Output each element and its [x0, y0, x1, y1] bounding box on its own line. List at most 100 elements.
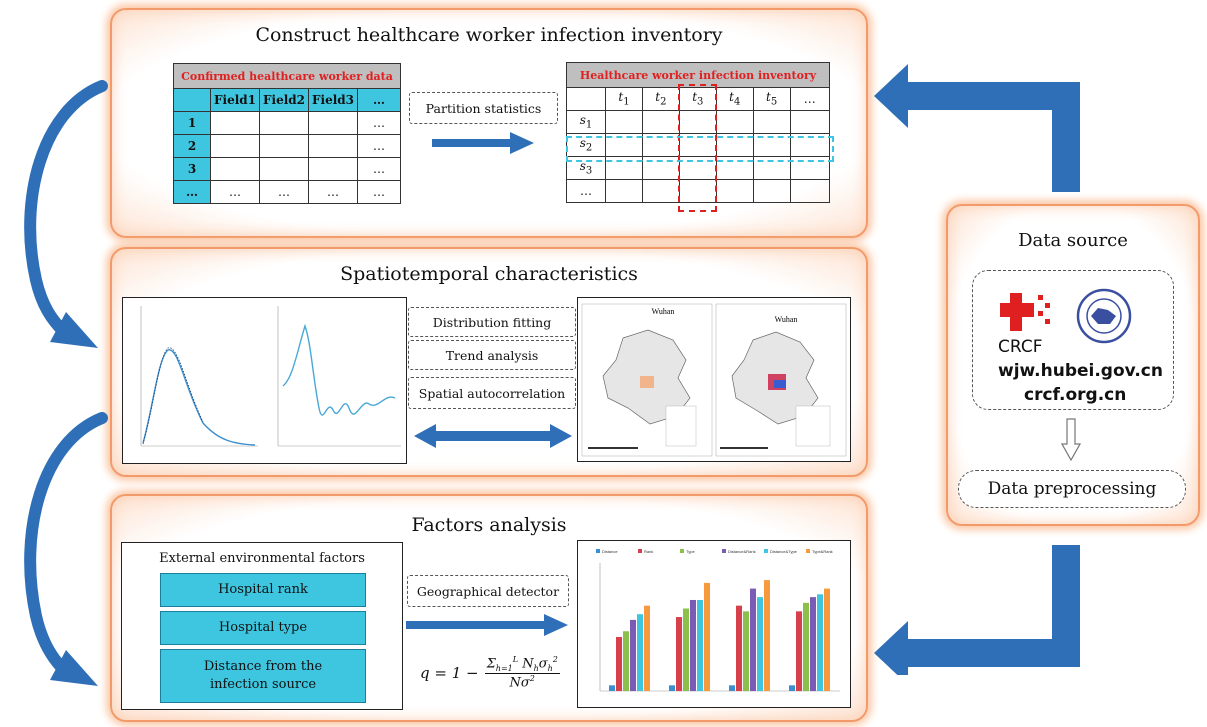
cell: … — [357, 134, 401, 158]
time-header: t1 — [605, 87, 643, 111]
legend-swatch — [638, 549, 642, 553]
time-header: t2 — [641, 87, 680, 111]
bar — [824, 588, 830, 691]
factor-hospital-rank: Hospital rank — [160, 573, 366, 607]
crcf-site-link[interactable]: crcf.org.cn — [1024, 385, 1127, 405]
spatiotemporal-to-factors-arrow-icon — [24, 412, 108, 686]
partition-statistics-box: Partition statistics — [409, 92, 558, 124]
cell: … — [357, 111, 401, 135]
legend-label: Distance — [602, 549, 618, 554]
distribution-fitting-box: Distribution fitting — [408, 307, 576, 337]
time-slice-highlight — [678, 84, 717, 212]
time-header: t5 — [752, 87, 791, 111]
row-label: 1 — [173, 111, 211, 135]
bar — [764, 580, 770, 691]
bar — [796, 611, 802, 691]
header-cell: Field3 — [308, 88, 358, 112]
legend-label: Rank — [644, 549, 653, 554]
legend-swatch — [596, 549, 600, 553]
factor-distance: Distance from the infection source — [160, 649, 366, 703]
legend-swatch — [764, 549, 768, 553]
bar — [810, 597, 816, 691]
down-arrow-icon — [1061, 418, 1081, 462]
space-row-label: … — [566, 179, 606, 203]
map-title: Wuhan — [652, 307, 675, 316]
bar — [757, 597, 763, 691]
table-title: Confirmed healthcare worker data — [173, 63, 401, 89]
hubei-site-link[interactable]: wjw.hubei.gov.cn — [998, 361, 1163, 381]
cell: … — [308, 180, 358, 204]
confirmed-data-table: Confirmed healthcare worker data Field1 … — [173, 63, 401, 204]
health-commission-seal-icon — [1076, 288, 1132, 344]
inventory-to-spatiotemporal-arrow-icon — [24, 80, 108, 348]
map-figure: Wuhan Wuhan — [577, 297, 851, 462]
bar — [817, 594, 823, 691]
double-arrow-icon — [414, 424, 572, 448]
red-cross-icon — [1000, 293, 1050, 331]
source-logos-box — [972, 270, 1174, 410]
table-title: Healthcare worker infection inventory — [566, 62, 830, 88]
row-label: … — [173, 180, 211, 204]
bar — [729, 685, 735, 691]
cell: … — [210, 180, 260, 204]
spatial-autocorrelation-box: Spatial autocorrelation — [408, 377, 576, 409]
factor-hospital-type: Hospital type — [160, 611, 366, 645]
bar — [616, 636, 622, 691]
panel-title: Spatiotemporal characteristics — [340, 263, 638, 285]
space-slice-highlight — [566, 136, 834, 162]
source-to-factors-arrow-icon — [874, 545, 1080, 675]
partition-arrow-icon — [432, 132, 534, 154]
bar — [789, 685, 795, 691]
distribution-figure — [122, 297, 407, 464]
bar — [697, 599, 703, 691]
bar — [623, 631, 629, 691]
legend-swatch — [680, 549, 684, 553]
bar — [743, 611, 749, 691]
bar — [630, 619, 636, 691]
source-to-inventory-arrow-icon — [874, 64, 1080, 192]
legend-label: Distance&Type — [770, 549, 798, 554]
panel-title: Factors analysis — [411, 514, 567, 536]
factors-heading: External environmental factors — [159, 551, 365, 566]
q-value-chart: Distance Rank Type Distance&Rank Distance&Ty… — [577, 540, 851, 708]
bar — [750, 588, 756, 691]
bar — [736, 605, 742, 691]
legend-label: Type — [686, 549, 695, 554]
time-header: … — [789, 87, 831, 111]
q-formula: q = 1 − Σh=1L Nhσh2 Nσ2 — [420, 655, 560, 691]
space-row-label: s1 — [566, 110, 606, 134]
bar — [683, 608, 689, 691]
bar — [644, 605, 650, 691]
bar — [609, 685, 615, 691]
header-cell: Field2 — [259, 88, 309, 112]
legend-label: Distance&Rank — [728, 549, 756, 554]
detector-arrow-icon — [406, 614, 568, 636]
bar — [690, 599, 696, 691]
header-cell: Field1 — [210, 88, 260, 112]
panel-title: Data source — [1018, 230, 1128, 251]
bar — [803, 602, 809, 691]
time-header: t4 — [715, 87, 754, 111]
row-label: 3 — [173, 157, 211, 181]
header-cell — [173, 88, 211, 112]
legend-swatch — [806, 549, 810, 553]
panel-title: Construct healthcare worker infection in… — [255, 24, 723, 46]
header-cell: … — [357, 88, 401, 112]
bar-chart-svg: Distance Rank Type Distance&Rank Distance&Ty… — [596, 549, 840, 692]
wuhan-maps: Wuhan Wuhan — [581, 303, 847, 457]
data-preprocessing-box: Data preprocessing — [958, 470, 1186, 508]
bar — [669, 685, 675, 691]
data-preprocessing-label: Data preprocessing — [987, 479, 1157, 499]
cell: … — [259, 180, 309, 204]
map-title: Wuhan — [775, 315, 798, 324]
trend-analysis-box: Trend analysis — [408, 340, 576, 370]
geographical-detector-box: Geographical detector — [407, 575, 569, 607]
bar — [637, 614, 643, 691]
bar — [704, 582, 710, 691]
distribution-curves — [140, 306, 401, 447]
legend-label: Type&Rank — [812, 549, 833, 554]
bar — [676, 617, 682, 691]
cell: … — [357, 180, 401, 204]
partition-label: Partition statistics — [425, 100, 542, 116]
cell: … — [357, 157, 401, 181]
